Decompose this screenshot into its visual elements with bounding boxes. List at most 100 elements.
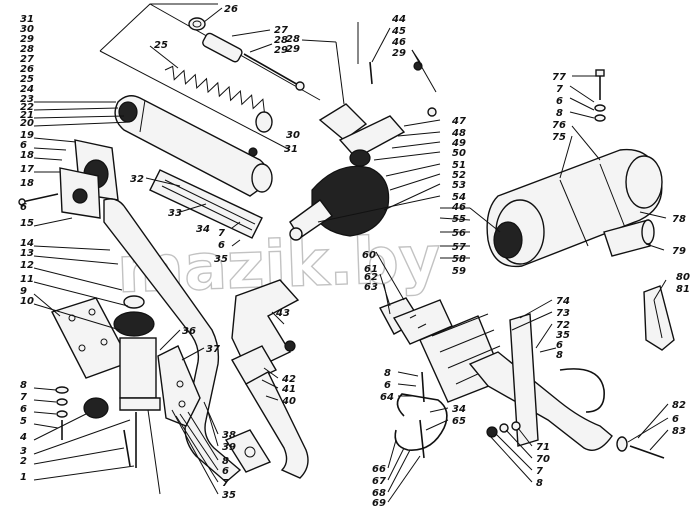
left-column-label: 31 (20, 14, 34, 25)
left-column-label: 3 (20, 446, 27, 457)
left-column-label: 25 (20, 74, 34, 85)
bellows-pipe (379, 297, 505, 403)
label-38: 38 (222, 430, 236, 441)
label-79: 79 (672, 246, 686, 257)
leader-lines (33, 7, 669, 503)
left-column-label: 6 (20, 140, 27, 151)
left-column-label: 26 (20, 64, 34, 75)
left-number-column: 3130292827262524232221201961817186151413… (19, 14, 34, 483)
muffler (486, 148, 663, 268)
label-31: 31 (284, 144, 298, 155)
bracket-36 (157, 345, 201, 427)
label-71: 71 (536, 442, 550, 453)
left-column-label: 24 (20, 84, 34, 95)
cushion-4 (83, 397, 109, 419)
label-61: 61 (364, 264, 378, 275)
label-63: 63 (364, 282, 378, 293)
downpipe (231, 279, 309, 479)
label-77: 77 (552, 72, 566, 83)
label-51: 51 (452, 160, 466, 171)
label-28b: 28 (286, 34, 300, 45)
cap-30 (255, 111, 273, 133)
label-83: 83 (672, 426, 686, 437)
rod-27 (202, 32, 305, 91)
left-column-label: 20 (20, 118, 34, 129)
label-6e: 6 (384, 380, 391, 391)
label-39: 39 (222, 442, 236, 453)
fitting-31 (248, 147, 258, 157)
left-column-label: 2 (20, 456, 27, 467)
hose-assembly-center (289, 103, 406, 241)
label-29b: 29 (286, 44, 300, 55)
left-column-label: 6 (20, 202, 27, 213)
label-70: 70 (536, 454, 550, 465)
label-54: 54 (452, 192, 466, 203)
left-column-label: 7 (20, 392, 27, 403)
left-column-label: 17 (20, 164, 34, 175)
label-57: 57 (452, 242, 466, 253)
label-8e: 8 (222, 456, 229, 467)
ring-26 (188, 17, 206, 31)
label-50: 50 (452, 148, 466, 159)
label-6b: 6 (556, 96, 563, 107)
label-29c: 29 (392, 48, 406, 59)
label-6c: 6 (556, 340, 563, 351)
label-49: 49 (451, 138, 466, 149)
label-73: 73 (556, 308, 570, 319)
label-29: 29 (274, 45, 288, 56)
left-column-label: 29 (20, 34, 34, 45)
rubber-mount-11 (113, 295, 161, 411)
bolt-77 (594, 69, 606, 122)
label-53: 53 (452, 180, 466, 191)
label-6d: 6 (672, 414, 679, 425)
bolt-44 (369, 61, 373, 85)
label-66: 66 (372, 464, 386, 475)
label-75: 75 (552, 132, 566, 143)
label-44: 44 (391, 14, 406, 25)
label-72: 72 (556, 320, 570, 331)
mount-bracket-9 (50, 297, 131, 379)
label-59: 59 (452, 266, 466, 277)
left-column-label: 4 (19, 432, 27, 443)
label-41: 41 (281, 384, 296, 395)
label-7a: 7 (218, 228, 225, 239)
label-32: 32 (130, 174, 144, 185)
left-column-label: 28 (20, 44, 34, 55)
label-45: 45 (391, 26, 406, 37)
label-40: 40 (281, 396, 296, 407)
left-column-label: 18 (20, 150, 34, 161)
label-7b: 7 (556, 84, 563, 95)
label-67: 67 (372, 476, 386, 487)
label-64: 64 (380, 392, 394, 403)
left-column-label: 22 (20, 102, 34, 113)
label-6a: 6 (218, 240, 225, 251)
spring-25 (164, 65, 265, 113)
label-46: 46 (391, 37, 406, 48)
washers-70-71 (486, 421, 521, 438)
label-37: 37 (206, 344, 220, 355)
label-80: 80 (676, 272, 690, 283)
long-pipe (103, 198, 272, 483)
label-81: 81 (676, 284, 690, 295)
left-column-label: 19 (20, 130, 34, 141)
bolt-left (18, 193, 59, 206)
label-68: 68 (372, 488, 386, 499)
label-78: 78 (672, 214, 686, 225)
label-74: 74 (556, 296, 570, 307)
label-36: 36 (182, 326, 196, 337)
label-25: 25 (154, 40, 168, 51)
left-column-label: 27 (20, 54, 34, 65)
label-58: 58 (452, 254, 466, 265)
label-34b: 34 (452, 404, 466, 415)
label-35b: 35 (556, 330, 570, 341)
label-43: 43 (275, 308, 290, 319)
label-52: 52 (452, 170, 466, 181)
label-8c: 8 (384, 368, 391, 379)
left-column-label: 18 (20, 178, 34, 189)
label-76: 76 (552, 120, 566, 131)
intake-pipe-body (114, 95, 273, 197)
label-8a: 8 (556, 108, 563, 119)
left-column-label: 9 (20, 286, 27, 297)
label-7d: 7 (222, 478, 229, 489)
